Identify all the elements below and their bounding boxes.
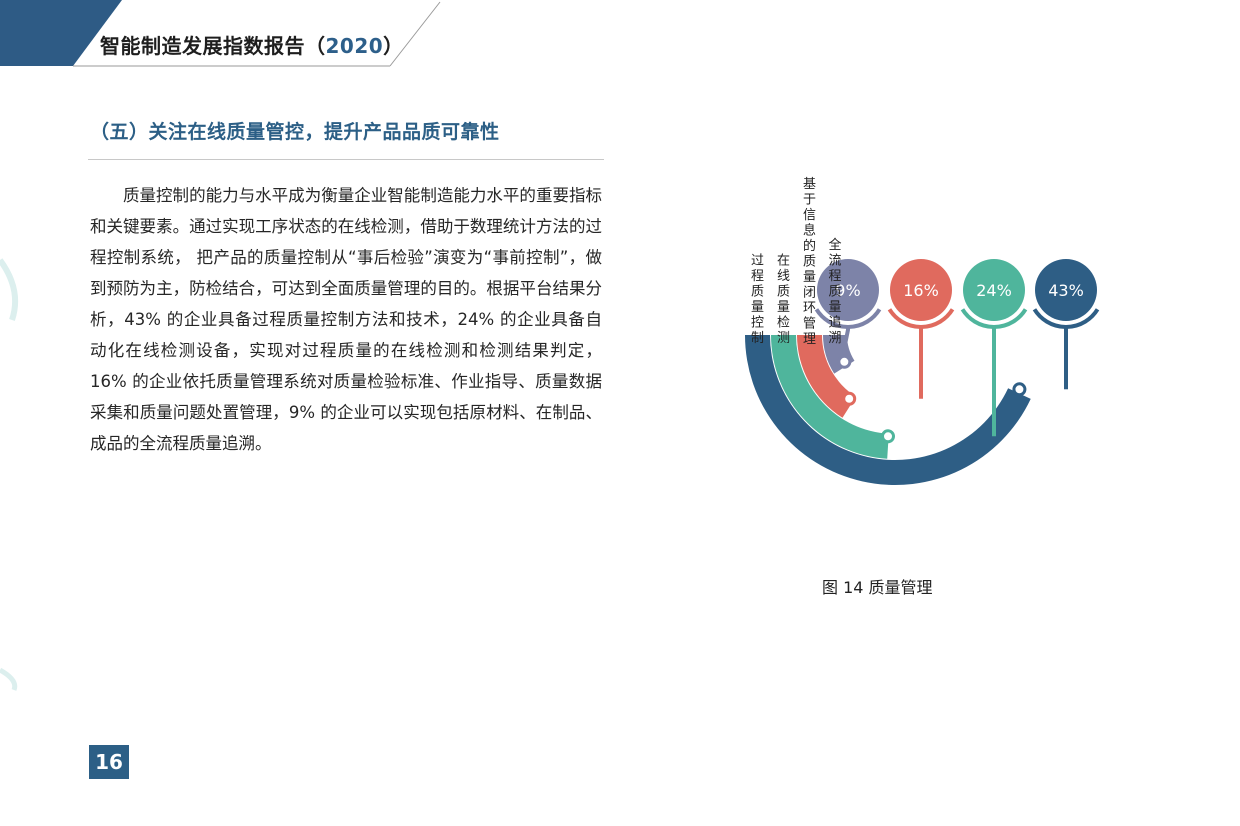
- leader-dot-process-control: [1012, 382, 1027, 397]
- leader-dot-online-inspection: [880, 429, 895, 444]
- bubble-cradle-full-traceability: [814, 308, 882, 329]
- report-title-text: 智能制造发展指数报告（: [100, 34, 326, 58]
- bubble-cradle-online-inspection: [960, 308, 1028, 329]
- report-year: 2020: [325, 34, 384, 58]
- report-title-close: ）: [383, 34, 404, 58]
- category-label-closed-loop: 基于信息的质量闭环管理: [803, 177, 816, 347]
- leader-dot-closed-loop: [842, 391, 857, 406]
- category-label-full-traceability: 全流程质量追溯: [828, 237, 841, 346]
- leader-dot-full-traceability: [837, 354, 852, 369]
- bubble-cradle-closed-loop: [887, 308, 955, 329]
- chart-arcs: [745, 335, 1031, 486]
- figure-caption: 图 14 质量管理: [822, 578, 933, 597]
- value-bubble-full-traceability: [817, 259, 879, 321]
- value-label-closed-loop: 16%: [903, 281, 939, 300]
- value-label-process-control: 43%: [1048, 281, 1084, 300]
- arc-closed-loop: [797, 335, 856, 418]
- header-blue-shape: [0, 0, 122, 66]
- header-banner: [0, 0, 441, 67]
- section-title: （五）关注在线质量管控，提升产品品质可靠性: [90, 121, 500, 143]
- chart-leaders: 43% 24% 16% 9%: [814, 259, 1100, 444]
- value-label-online-inspection: 24%: [976, 281, 1012, 300]
- left-decoration: [0, 258, 19, 691]
- value-bubble-closed-loop: [890, 259, 952, 321]
- body-paragraph: 质量控制的能力与水平成为衡量企业智能制造能力水平的重要指标和关键要素。通过实现工…: [90, 186, 602, 453]
- report-title: 智能制造发展指数报告（2020）: [100, 30, 404, 59]
- value-label-full-traceability: 9%: [835, 281, 860, 300]
- value-bubble-online-inspection: [963, 259, 1025, 321]
- page-number: 16: [89, 745, 129, 779]
- value-bubble-process-control: [1035, 259, 1097, 321]
- section-divider: [88, 159, 604, 160]
- arc-process-control: [745, 335, 1031, 486]
- quality-management-chart: 43% 24% 16% 9% 过程质量控制在线质量检测基于信息的质量闭环管理全流程质量…: [745, 177, 1100, 486]
- category-label-process-control: 过程质量控制: [751, 254, 764, 347]
- header-slant-line: [389, 1, 441, 67]
- category-label-online-inspection: 在线质量检测: [777, 254, 790, 347]
- arc-online-inspection: [771, 335, 889, 459]
- bubble-cradle-process-control: [1032, 308, 1100, 329]
